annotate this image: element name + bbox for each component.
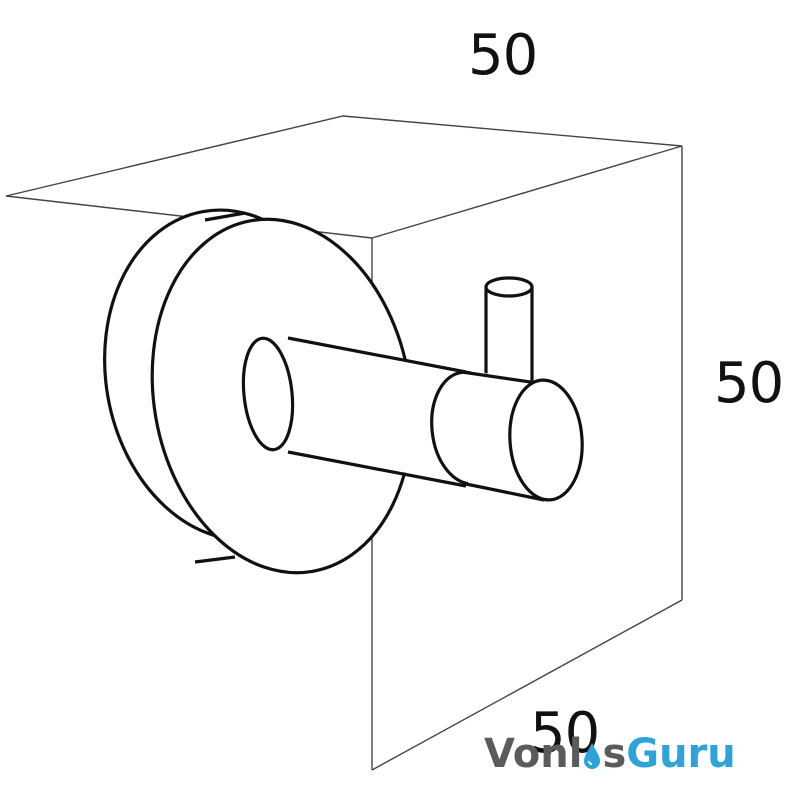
head-bottom-line [465, 482, 545, 502]
stem-bottom-line [287, 450, 467, 488]
watermark-text-mid: s [602, 731, 627, 777]
height-dimension-label: 50 [714, 351, 784, 416]
rosette-side-wall [194, 211, 246, 564]
stem-body [288, 338, 470, 484]
head-top-line [461, 370, 545, 386]
hook-head [430, 370, 584, 502]
peg-top-ellipse [484, 276, 534, 298]
stem-end-ellipse [241, 336, 295, 452]
water-drop-icon [584, 743, 601, 769]
box-top-face [5, 115, 683, 239]
watermark-text-right: Guru [626, 731, 736, 777]
peg [484, 276, 534, 386]
peg-body [486, 286, 532, 386]
stem-top-line [287, 336, 467, 374]
watermark-text-left: Vonl [484, 731, 583, 777]
width-dimension-label: 50 [468, 23, 538, 88]
box-bottom-edge [371, 599, 683, 771]
stem [241, 336, 470, 488]
head-front-ellipse [508, 378, 584, 502]
